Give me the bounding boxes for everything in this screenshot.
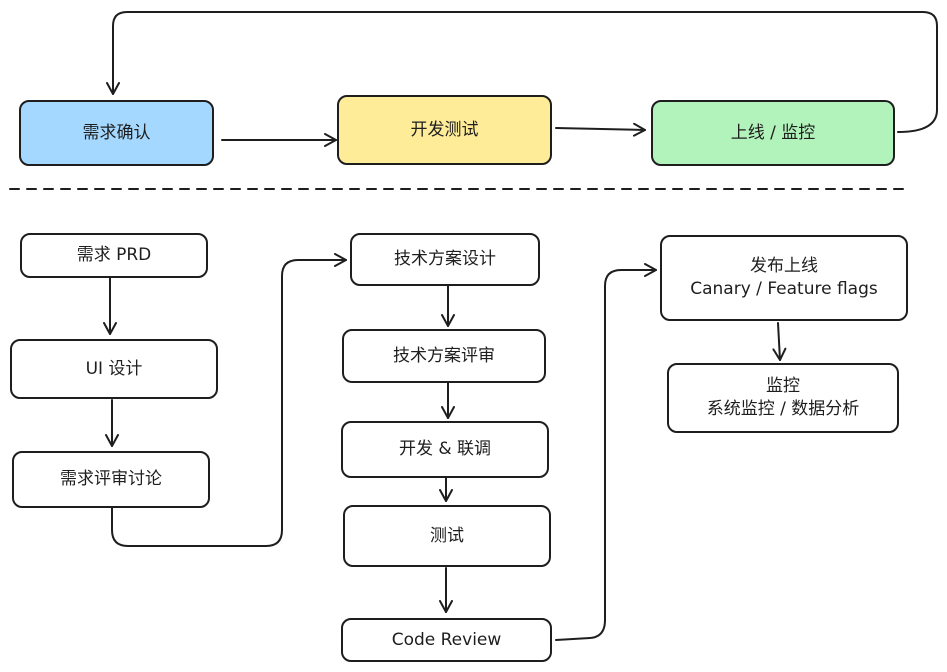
dev-test-label: 开发测试 (410, 119, 479, 140)
tech-review-label: 技术方案评审 (393, 345, 495, 366)
requirement-confirm-label: 需求确认 (82, 122, 151, 143)
tech-review-node[interactable]: 技术方案评审 (342, 329, 546, 383)
ui-design-node[interactable]: UI 设计 (10, 339, 218, 399)
launch-monitor-label: 上线 / 监控 (730, 122, 816, 143)
review-discussion-node[interactable]: 需求评审讨论 (12, 451, 210, 508)
dev-integration-label: 开发 & 联调 (398, 439, 492, 460)
dev-test-node[interactable]: 开发测试 (337, 95, 552, 165)
monitor-title: 监控 (766, 376, 800, 397)
prd-label: 需求 PRD (76, 245, 152, 266)
code-review-label: Code Review (391, 629, 502, 650)
feedback-loop-arrow (106, 11, 938, 133)
monitor-node[interactable]: 监控 系统监控 / 数据分析 (667, 363, 899, 433)
testing-node[interactable]: 测试 (343, 505, 551, 567)
requirement-confirm-node[interactable]: 需求确认 (19, 100, 214, 166)
release-title: 发布上线 (750, 256, 818, 277)
arrow-devtest-to-launch (555, 122, 646, 137)
arrow-review-to-techdesign (111, 253, 347, 547)
arrow-release-to-monitor (772, 322, 787, 361)
release-node[interactable]: 发布上线 Canary / Feature flags (660, 235, 908, 321)
tech-design-node[interactable]: 技术方案设计 (350, 233, 540, 286)
prd-node[interactable]: 需求 PRD (20, 233, 208, 278)
arrow-codereview-to-release (555, 263, 657, 641)
launch-monitor-node[interactable]: 上线 / 监控 (651, 100, 895, 166)
code-review-node[interactable]: Code Review (341, 618, 552, 662)
release-subtitle: Canary / Feature flags (690, 279, 878, 299)
tech-design-label: 技术方案设计 (394, 249, 496, 270)
monitor-subtitle: 系统监控 / 数据分析 (706, 399, 860, 419)
review-discussion-label: 需求评审讨论 (60, 469, 162, 490)
testing-label: 测试 (430, 525, 464, 546)
dev-integration-node[interactable]: 开发 & 联调 (341, 421, 549, 478)
ui-design-label: UI 设计 (85, 358, 143, 379)
